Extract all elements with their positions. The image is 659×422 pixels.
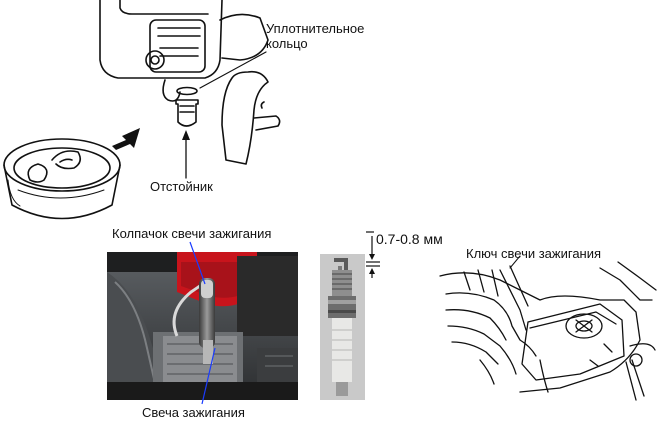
hand [445,292,537,357]
ground-electrode [334,258,348,262]
spark-plug-wrench-label: Ключ свечи зажигания [466,246,602,261]
sediment-cup-label: Отстойник [150,179,213,194]
spark-plug-label: Свеча зажигания [142,405,245,420]
sealing-ring-label-line1: Уплотнительное [266,21,365,36]
sealing-ring-label-line2: кольцо [266,36,308,51]
valve-knob [145,50,165,70]
gap-label: 0.7-0.8 мм [376,231,443,247]
sediment-cup [175,99,199,127]
valve-window [149,19,206,73]
spark-plug-cap-label: Колпачок свечи зажигания [112,226,272,241]
spark-plug-wrench-illustration [439,255,657,401]
spark-plug-photo [320,254,365,400]
engine-cover [521,303,625,381]
removal-arrow [112,128,140,150]
engine-photo [107,252,298,400]
center-electrode [338,266,342,272]
lever-handle [221,70,269,165]
fuel-valve-body [99,0,223,79]
sealing-ring [176,86,198,96]
terminal [336,382,348,396]
gap-indicator [366,231,380,278]
